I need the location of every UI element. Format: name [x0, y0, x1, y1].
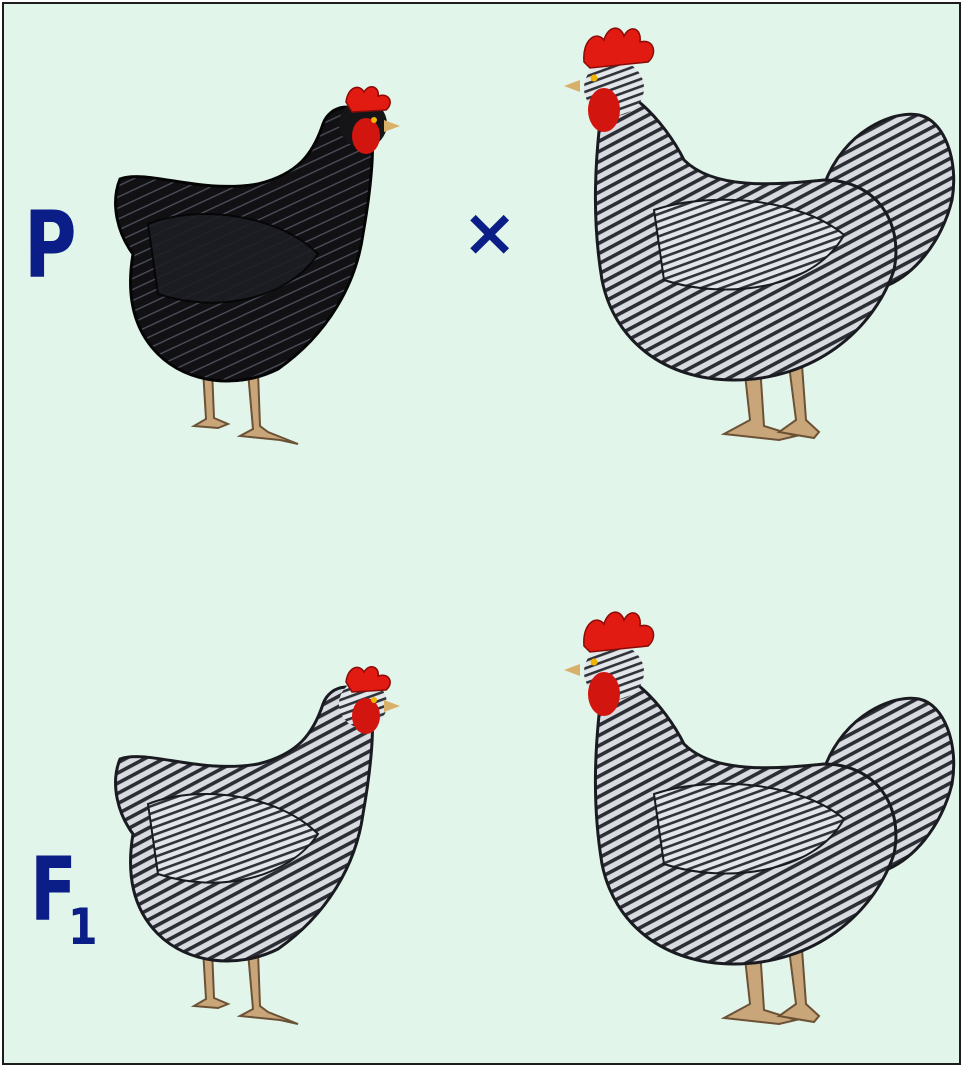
f1-barred-hen	[114, 666, 400, 1025]
parent-black-hen	[114, 86, 400, 445]
f1-generation-subscript: 1	[68, 898, 98, 956]
parent-generation-label: P	[24, 192, 77, 299]
rooster-wing	[652, 198, 846, 291]
rooster-head	[564, 27, 655, 132]
hen-head	[339, 666, 400, 734]
cross-symbol: ×	[462, 194, 518, 271]
hen-wing	[146, 213, 320, 304]
rooster-head	[564, 611, 655, 716]
parent-barred-rooster	[564, 27, 956, 442]
rooster-wing	[652, 782, 846, 875]
hen-wing	[146, 793, 320, 884]
hen-head	[339, 86, 400, 154]
f1-generation-label: F	[30, 838, 77, 941]
f1-barred-rooster	[564, 611, 956, 1026]
